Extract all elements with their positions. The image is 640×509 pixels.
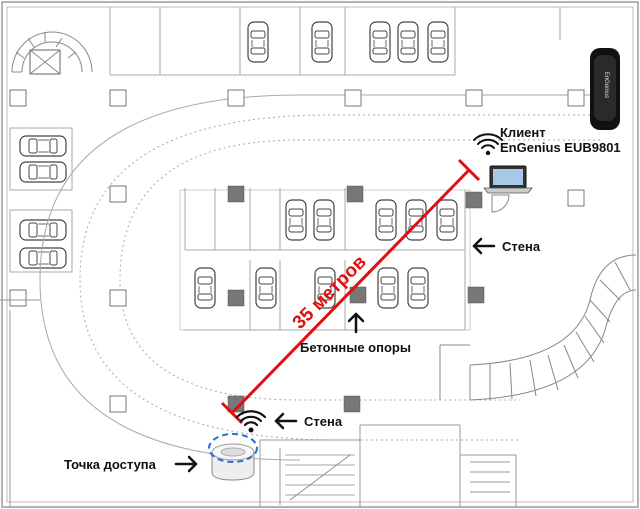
access-point-label: Точка доступа xyxy=(64,457,157,472)
cars-top-row xyxy=(247,21,449,63)
laptop-icon xyxy=(483,165,533,194)
ramp-outline xyxy=(39,94,590,461)
wall-label-bottom: Стена xyxy=(304,414,343,429)
svg-text:EnGenius: EnGenius xyxy=(603,72,609,98)
client-label-line2: EnGenius EUB9801 xyxy=(500,140,621,155)
outline-pillars xyxy=(9,89,585,413)
link-line xyxy=(220,158,481,425)
left-bays xyxy=(9,127,73,273)
stair-right xyxy=(439,254,637,401)
wall-label-top: Стена xyxy=(502,239,541,254)
concrete-pillars xyxy=(227,185,485,413)
roadway xyxy=(79,114,600,441)
cars-left xyxy=(19,135,67,269)
pillars-label: Бетонные опоры xyxy=(300,340,411,355)
stair-top-left xyxy=(11,31,93,75)
arrow-wall-top xyxy=(472,237,496,255)
bottom-stair-steps xyxy=(285,454,355,501)
top-bays xyxy=(109,7,561,76)
wifi-icon xyxy=(473,133,503,156)
client-label-line1: Клиент xyxy=(500,125,546,140)
access-point-icon xyxy=(208,433,258,481)
door xyxy=(491,194,510,213)
bottom-rooms xyxy=(0,299,517,508)
wifi-icon xyxy=(235,410,267,433)
usb-adapter-icon: EnGenius xyxy=(590,48,620,130)
arrow-pillars xyxy=(347,312,365,334)
arrow-access-point xyxy=(174,455,198,473)
arrow-wall-bottom xyxy=(274,412,298,430)
